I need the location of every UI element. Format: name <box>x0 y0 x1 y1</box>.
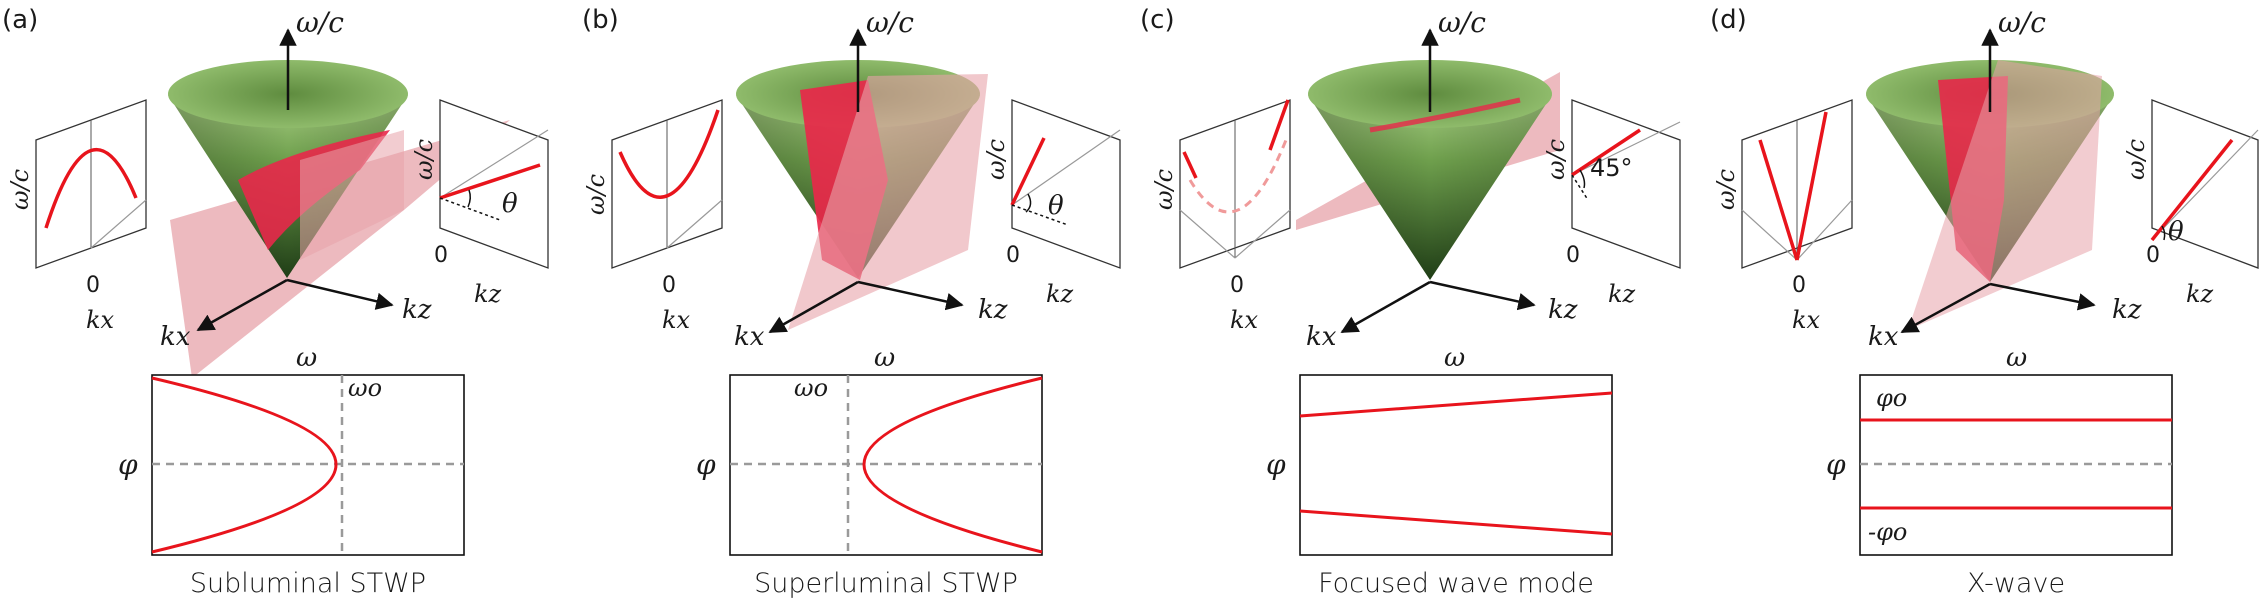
inset-ylabel: ω/c <box>410 139 438 180</box>
left-inset: ω/c 0 kx <box>1712 99 1853 334</box>
inset-zero: 0 <box>434 243 448 268</box>
kx-axis <box>196 278 288 332</box>
panel-letter: (b) <box>582 5 619 35</box>
spectral-plot: ω φ φo -φo X-wave <box>1826 343 2173 599</box>
inset-ylabel: ω/c <box>6 169 34 210</box>
inset-xlabel: kz <box>1046 280 1074 308</box>
left-inset: ω/c 0 kx <box>1150 99 1291 334</box>
inset-curve <box>44 148 138 229</box>
inset-xlabel: kx <box>1792 306 1821 334</box>
panel-letter: (a) <box>2 5 38 35</box>
spectral-plot: ω φ ωo Superluminal STWP <box>696 343 1043 599</box>
spectral-plot: ω φ ωo Subluminal STWP <box>118 343 465 599</box>
plot-omega: ω <box>874 343 895 373</box>
inset-curve <box>618 109 720 199</box>
light-cone: ω/c kz kx <box>160 6 510 378</box>
omega-axis-label: ω/c <box>866 6 914 39</box>
spectral-plot: ω φ Focused wave mode <box>1266 343 1613 599</box>
plot-phi-o: φo <box>1876 384 1907 412</box>
kx-axis-label: kx <box>734 322 765 352</box>
inset-ylabel: ω/c <box>982 139 1010 180</box>
light-cone: ω/c kz kx <box>734 6 1008 352</box>
right-inset: θ ω/c 0 kz <box>410 99 549 308</box>
panel-c: (c) ω/c 0 kx ω/c kz kx <box>1140 5 1681 599</box>
kz-axis <box>1989 282 2096 311</box>
plot-omega: ω <box>2006 343 2027 373</box>
plot-phi: φ <box>1266 448 1286 481</box>
inset-ylabel: ω/c <box>1542 139 1570 180</box>
kx-axis-label: kx <box>160 322 191 352</box>
kx-axis <box>1340 280 1431 334</box>
inset-zero: 0 <box>662 273 676 298</box>
inset-angle: θ <box>502 189 518 219</box>
plot-omega: ω <box>296 343 317 373</box>
panel-a: (a) ω/c 0 kx ω/c kz kx <box>2 5 549 599</box>
kz-axis-label: kz <box>1548 295 1578 325</box>
spectral-curve <box>1299 509 1613 536</box>
spectral-curve <box>862 376 1043 554</box>
light-cone: ω/c kz kx <box>1866 6 2142 352</box>
inset-xlabel: kz <box>474 280 502 308</box>
kz-axis-label: kz <box>402 295 432 325</box>
omega-axis-label: ω/c <box>296 6 344 39</box>
right-inset: θ ω/c 0 kz <box>2122 99 2259 308</box>
panel-caption: Focused wave mode <box>1318 568 1594 599</box>
inset-xlabel: kz <box>1608 280 1636 308</box>
spectral-curve <box>1299 391 1613 418</box>
plot-phi: φ <box>118 448 138 481</box>
kz-axis <box>286 278 394 310</box>
inset-curve <box>1188 139 1288 214</box>
light-cone: ω/c kz kx <box>1296 6 1578 352</box>
plot-phi: φ <box>1826 448 1846 481</box>
kz-axis-label: kz <box>2112 295 2142 325</box>
plot-phi-o-neg: -φo <box>1868 518 1907 546</box>
kz-axis <box>1429 280 1536 311</box>
inset-zero: 0 <box>1566 243 1580 268</box>
plot-omega: ω <box>1444 343 1465 373</box>
omega-axis-label: ω/c <box>1438 6 1486 39</box>
inset-ylabel: ω/c <box>582 174 610 215</box>
kx-axis <box>768 280 859 334</box>
left-inset: ω/c 0 kx <box>6 99 147 334</box>
inset-xlabel: kx <box>1230 306 1259 334</box>
inset-angle: θ <box>2168 217 2184 247</box>
inset-zero: 0 <box>1230 273 1244 298</box>
inset-zero: 0 <box>86 273 100 298</box>
inset-zero: 0 <box>1006 243 1020 268</box>
inset-xlabel: kx <box>86 306 115 334</box>
inset-xlabel: kx <box>662 306 691 334</box>
spectral-curve <box>151 376 338 554</box>
panel-b: (b) ω/c 0 kx ω/c kz kx <box>582 5 1121 599</box>
panel-caption: Superluminal STWP <box>754 568 1018 599</box>
inset-zero: 0 <box>1792 273 1806 298</box>
panel-d: (d) ω/c 0 kx ω/c kz kx <box>1710 5 2259 599</box>
panel-caption: Subluminal STWP <box>190 568 426 599</box>
plot-omega-o: ωo <box>348 374 382 402</box>
kz-axis <box>857 280 964 311</box>
kz-axis-label: kz <box>978 295 1008 325</box>
kx-axis <box>1900 282 1991 334</box>
plot-phi: φ <box>696 448 716 481</box>
right-inset: 45° ω/c 0 kz <box>1542 99 1681 308</box>
inset-zero: 0 <box>2146 243 2160 268</box>
kx-axis-label: kx <box>1306 322 1337 352</box>
inset-ylabel: ω/c <box>1712 169 1740 210</box>
inset-angle: 45° <box>1590 154 1633 182</box>
inset-ylabel: ω/c <box>1150 169 1178 210</box>
plot-omega-o: ωo <box>794 374 828 402</box>
kx-axis-label: kx <box>1868 322 1899 352</box>
left-inset: ω/c 0 kx <box>582 99 723 334</box>
panel-caption: X-wave <box>1967 568 2065 599</box>
inset-xlabel: kz <box>2186 280 2214 308</box>
inset-ylabel: ω/c <box>2122 139 2150 180</box>
panel-letter: (d) <box>1710 5 1747 35</box>
omega-axis-label: ω/c <box>1998 6 2046 39</box>
right-inset: θ ω/c 0 kz <box>982 99 1121 308</box>
inset-angle: θ <box>1048 191 1064 221</box>
panel-letter: (c) <box>1140 5 1175 35</box>
